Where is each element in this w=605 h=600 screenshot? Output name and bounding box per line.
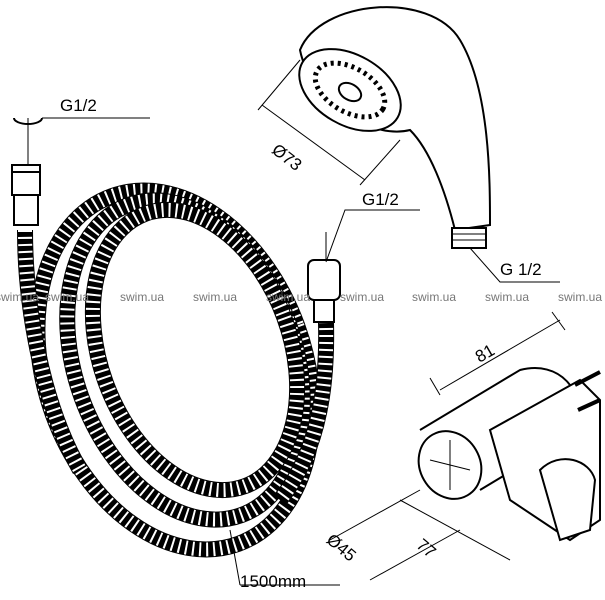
watermark: swim.ua: [485, 290, 530, 304]
nut-thread-label: G1/2: [362, 190, 399, 209]
watermark: swim.ua: [120, 290, 165, 304]
watermark: swim.ua: [340, 290, 385, 304]
head-thread-label: G 1/2: [500, 260, 542, 279]
shower-head: [257, 6, 560, 283]
watermark: swim.ua: [412, 290, 457, 304]
hose-coil: [17, 182, 335, 558]
wall-holder: [229, 311, 601, 586]
hose-length-label: 1500mm: [240, 572, 307, 591]
left-hose-nut: [11, 117, 150, 226]
watermark: swim.ua: [45, 290, 90, 304]
watermark: swim.ua: [558, 290, 603, 304]
watermark: swim.ua: [0, 290, 40, 304]
watermark: swim.ua: [266, 290, 311, 304]
right-hose-nut: [307, 209, 420, 323]
hose-thread-label: G1/2: [60, 96, 97, 115]
watermark: swim.ua: [193, 290, 238, 304]
